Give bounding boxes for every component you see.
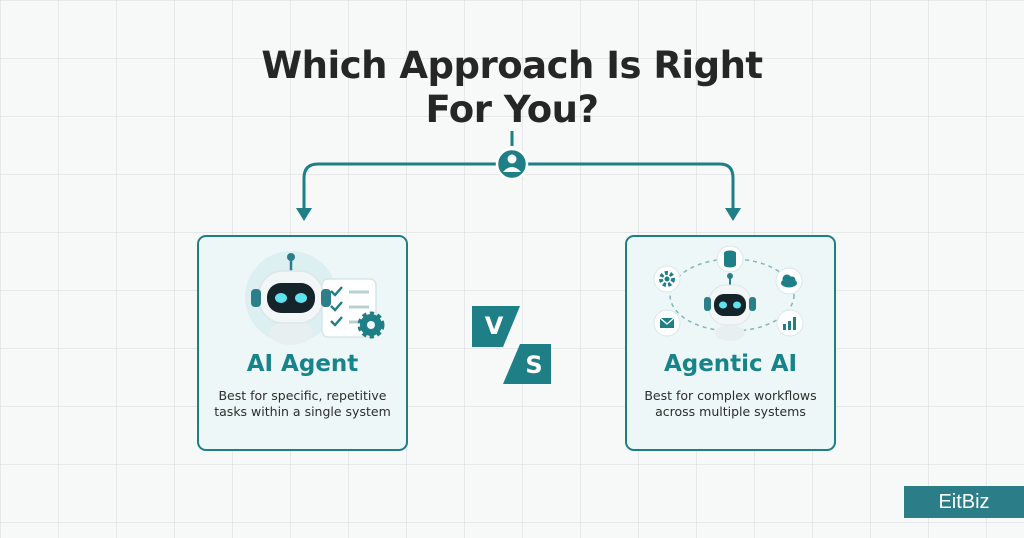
robot-icon	[251, 253, 331, 345]
chart-icon	[776, 309, 804, 337]
agentic-ai-card: Agentic AI Best for complex workflows ac…	[625, 235, 836, 451]
ai-agent-description: Best for specific, repetitive tasks with…	[214, 388, 391, 419]
database-icon	[716, 245, 744, 273]
gear-icon	[653, 265, 681, 293]
vs-v-block	[472, 306, 520, 347]
agentic-ai-title: Agentic AI	[663, 351, 798, 377]
mail-icon	[653, 309, 681, 337]
connector-right	[527, 162, 735, 210]
ai-agent-title: AI Agent	[246, 351, 359, 377]
connector-left	[302, 162, 497, 210]
user-icon	[495, 147, 529, 181]
vs-letter-s: S	[525, 351, 543, 379]
arrow-right-icon	[725, 208, 741, 221]
cloud-icon	[775, 267, 803, 295]
page-title: Which Approach Is Right For You?	[212, 44, 812, 132]
ai-agent-illustration	[245, 251, 385, 345]
vs-letter-v: V	[484, 312, 504, 340]
robot-icon	[704, 273, 756, 341]
vs-s-block	[503, 344, 551, 384]
brand-badge: EitBiz	[904, 486, 1024, 518]
agentic-ai-description: Best for complex workflows across multip…	[644, 388, 817, 419]
gear-icon	[357, 311, 385, 339]
agentic-ai-illustration	[653, 245, 804, 341]
title-line-1: Which Approach Is Right	[261, 44, 763, 87]
vs-badge	[472, 306, 551, 384]
arrow-left-icon	[296, 208, 312, 221]
ai-agent-card: AI Agent Best for specific, repetitive t…	[197, 235, 408, 451]
title-line-2: For You?	[425, 88, 599, 131]
